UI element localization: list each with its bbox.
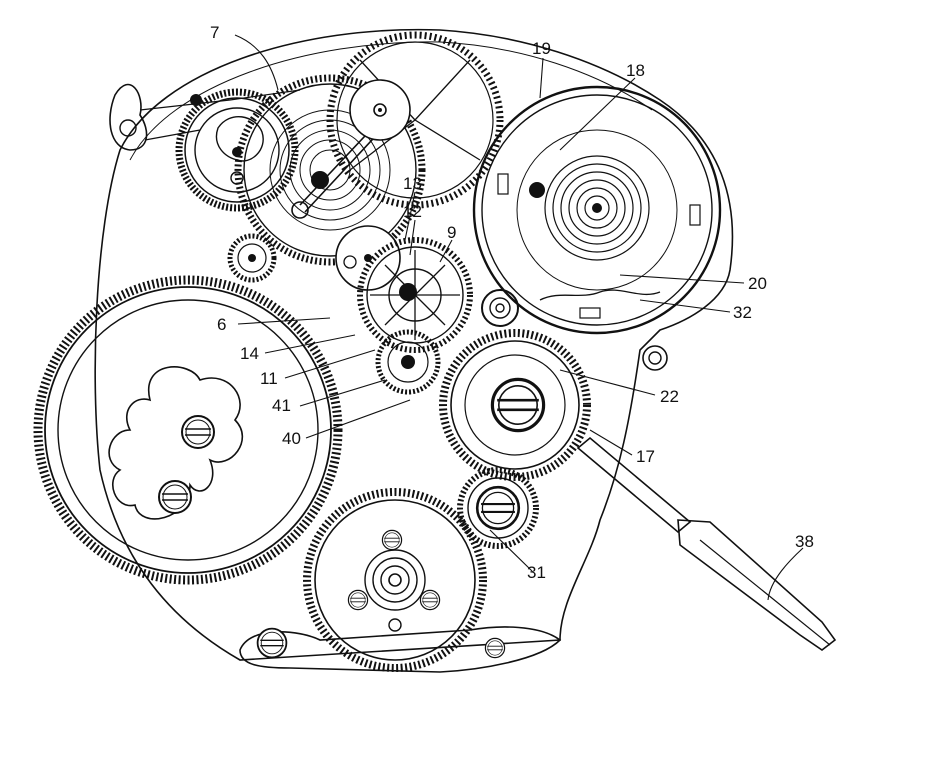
label-22: 22 [660, 387, 679, 406]
label-41: 41 [272, 396, 291, 415]
reference-labels: 7 19 18 13 12 9 20 32 6 14 11 41 40 22 1… [210, 23, 814, 582]
hairspring-20 [544, 155, 650, 261]
label-11: 11 [260, 369, 278, 388]
escape-wheel-spoked [326, 31, 504, 209]
label-31: 31 [527, 563, 546, 582]
label-9: 9 [447, 223, 456, 242]
barrel-wheel-7 [175, 88, 299, 212]
label-6: 6 [217, 315, 226, 334]
small-wheel-left [227, 233, 277, 283]
label-38: 38 [795, 532, 814, 551]
label-12: 12 [403, 202, 422, 221]
label-14: 14 [240, 344, 259, 363]
label-19: 19 [532, 39, 551, 58]
label-20: 20 [748, 274, 767, 293]
label-32: 32 [733, 303, 752, 322]
leader-lines [234, 34, 804, 601]
bridge-lever [109, 83, 301, 151]
winding-stem-38 [576, 345, 837, 651]
balance-wheel-18 [472, 85, 722, 335]
wheel-17 [439, 329, 591, 481]
bottom-wheel [303, 488, 487, 672]
bottom-bridge [239, 626, 562, 673]
main-plate [94, 28, 734, 661]
label-18: 18 [626, 61, 645, 80]
small-disc-13 [335, 225, 401, 291]
label-17: 17 [636, 447, 655, 466]
label-13: 13 [403, 174, 422, 193]
center-wheel [234, 74, 426, 266]
label-7: 7 [210, 23, 219, 42]
small-wheel-22 [481, 289, 519, 327]
large-wheel-6 [33, 275, 343, 585]
wheel-9 [357, 237, 473, 353]
label-40: 40 [282, 429, 301, 448]
wheel-41 [375, 329, 441, 395]
